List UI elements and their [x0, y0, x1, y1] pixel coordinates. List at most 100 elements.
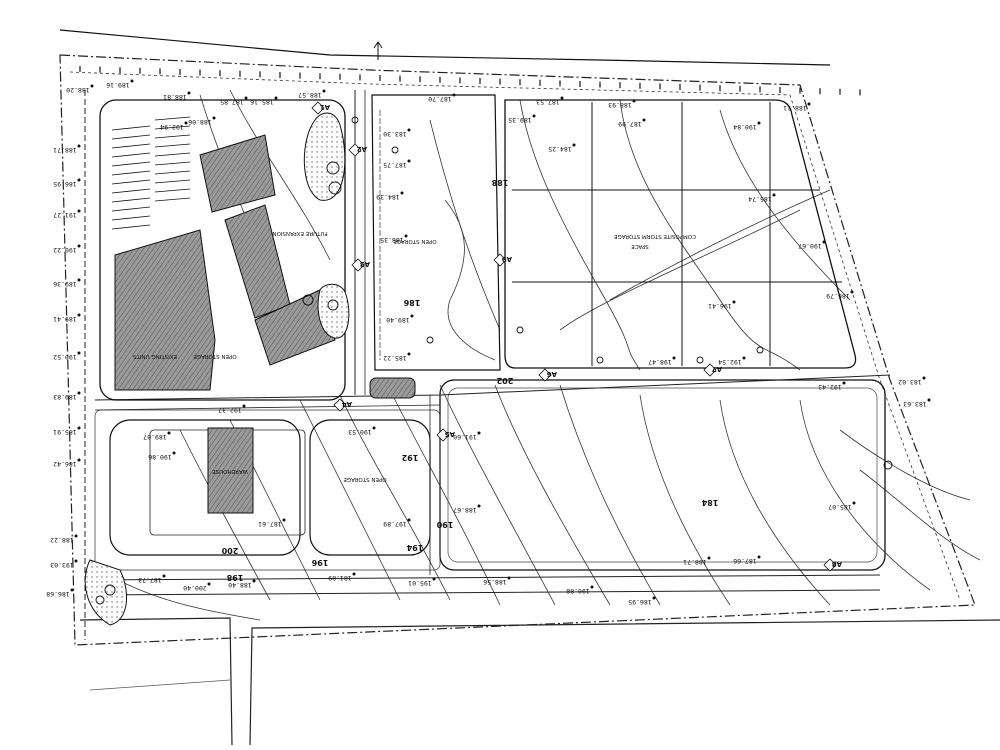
contour-label: 192	[402, 453, 419, 462]
contour-label: 202	[497, 376, 514, 385]
spot-elevation: 188.56	[483, 578, 507, 586]
spot-elevation-dot	[242, 404, 246, 408]
spot-elevation-dot	[184, 121, 188, 125]
spot-elevation: 192.54	[718, 358, 742, 366]
spot-elevation-dot	[172, 451, 176, 455]
landscape-island-north	[303, 112, 346, 201]
spot-elevation: 195.01	[408, 579, 432, 587]
contour-line	[559, 384, 661, 606]
spot-elevation: 198.47	[648, 358, 672, 366]
existing-building-middle	[224, 204, 291, 319]
grid-tag-marker	[493, 253, 507, 267]
parking-stall-line	[111, 197, 151, 203]
spot-elevation: 187.99	[618, 120, 642, 128]
contour-line	[719, 399, 831, 606]
parking-stall-line	[154, 170, 191, 175]
spot-elevation-dot	[742, 356, 746, 360]
spot-elevation: 185.74	[748, 195, 772, 203]
spot-elevation-dot	[407, 518, 411, 522]
contour-line	[839, 429, 971, 501]
spot-elevation-dot	[352, 572, 356, 576]
site-feature-circle	[351, 116, 359, 124]
site-feature-circle	[326, 161, 340, 175]
spot-elevation: 187.66	[733, 557, 757, 565]
grid-tag-marker	[348, 143, 362, 157]
spot-elevation: 185.16	[250, 98, 274, 106]
spot-elevation: 187.75	[383, 161, 407, 169]
spot-elevation-dot	[77, 391, 81, 395]
spot-elevation-dot	[432, 577, 436, 581]
spot-elevation: 183.63	[903, 400, 927, 408]
spot-elevation: 189.36	[53, 280, 77, 288]
spot-elevation: 187.53	[536, 98, 560, 106]
grid-tag-label: A9	[502, 255, 512, 263]
spot-elevation-dot	[452, 93, 456, 97]
spot-elevation-dot	[410, 314, 414, 318]
site-feature-circle	[391, 146, 399, 154]
existing-building-south	[254, 289, 336, 366]
contour-line	[389, 389, 501, 606]
spot-elevation: 183.02	[898, 378, 922, 386]
spot-elevation: 188.71	[53, 146, 77, 154]
area-label: EXISTING UNITS	[132, 353, 177, 359]
contour-label: 188	[491, 178, 508, 187]
site-feature-circle	[104, 584, 116, 596]
spot-elevation: 185.91	[53, 428, 77, 436]
spot-elevation: 187.85	[220, 98, 244, 106]
site-feature-circle	[696, 356, 704, 364]
parking-stall-line	[111, 179, 151, 185]
spot-elevation: 191.60	[453, 433, 477, 441]
spot-elevation-dot	[732, 300, 736, 304]
contour-line	[494, 384, 611, 606]
area-label: COMPOSITE STORM STORAGE	[614, 233, 696, 239]
spot-elevation-dot	[77, 209, 81, 213]
adjacent-line	[89, 679, 231, 691]
spot-elevation: 191.27	[53, 211, 77, 219]
spot-elevation: 190.22	[53, 246, 77, 254]
spot-elevation: 190.86	[148, 453, 172, 461]
spot-elevation: 188.22	[50, 536, 74, 544]
spot-elevation: 187.73	[138, 576, 162, 584]
parking-stall-line	[111, 188, 151, 194]
existing-building-north	[199, 134, 276, 213]
spot-elevation-dot	[672, 356, 676, 360]
spot-elevation: 188.20	[66, 86, 90, 94]
parking-stall-line	[154, 143, 191, 148]
grid-tag-label: A1	[320, 103, 330, 111]
contour-line	[799, 399, 931, 591]
spot-elevation-dot	[77, 278, 81, 282]
area-label: WAREHOUSE	[212, 468, 248, 474]
north-arrow	[373, 41, 383, 60]
spot-elevation-dot	[850, 290, 854, 294]
lot-south-middle	[309, 419, 431, 556]
spot-elevation: 188.93	[608, 101, 632, 109]
grid-tag-label: A7	[712, 365, 722, 373]
spot-elevation-dot	[572, 143, 576, 147]
drive-aisle-middle-edge	[94, 404, 441, 411]
spot-elevation: 190.53	[348, 428, 372, 436]
contour-line	[179, 429, 271, 601]
spot-elevation-dot	[707, 556, 711, 560]
parking-stall-line	[111, 143, 151, 149]
grid-tag-marker	[538, 368, 552, 382]
drive-aisle-south-edge	[94, 589, 881, 596]
spot-elevation: 187.61	[258, 520, 282, 528]
parking-stall-line	[111, 224, 151, 230]
spot-elevation-dot	[77, 426, 81, 430]
spot-elevation-dot	[757, 555, 761, 559]
grid-tag-label: A5	[445, 430, 455, 438]
storage-yard-south	[439, 379, 886, 571]
spot-elevation: 186.42	[53, 460, 77, 468]
contour-label: 198	[226, 573, 243, 582]
road-edge-top	[59, 29, 831, 66]
spot-elevation: 181.89	[328, 574, 352, 582]
spot-elevation-dot	[252, 579, 256, 583]
contour-line	[609, 189, 831, 301]
area-label: SPACE	[631, 243, 649, 249]
spot-elevation-dot	[77, 244, 81, 248]
grid-tag-label: A6	[547, 370, 557, 378]
